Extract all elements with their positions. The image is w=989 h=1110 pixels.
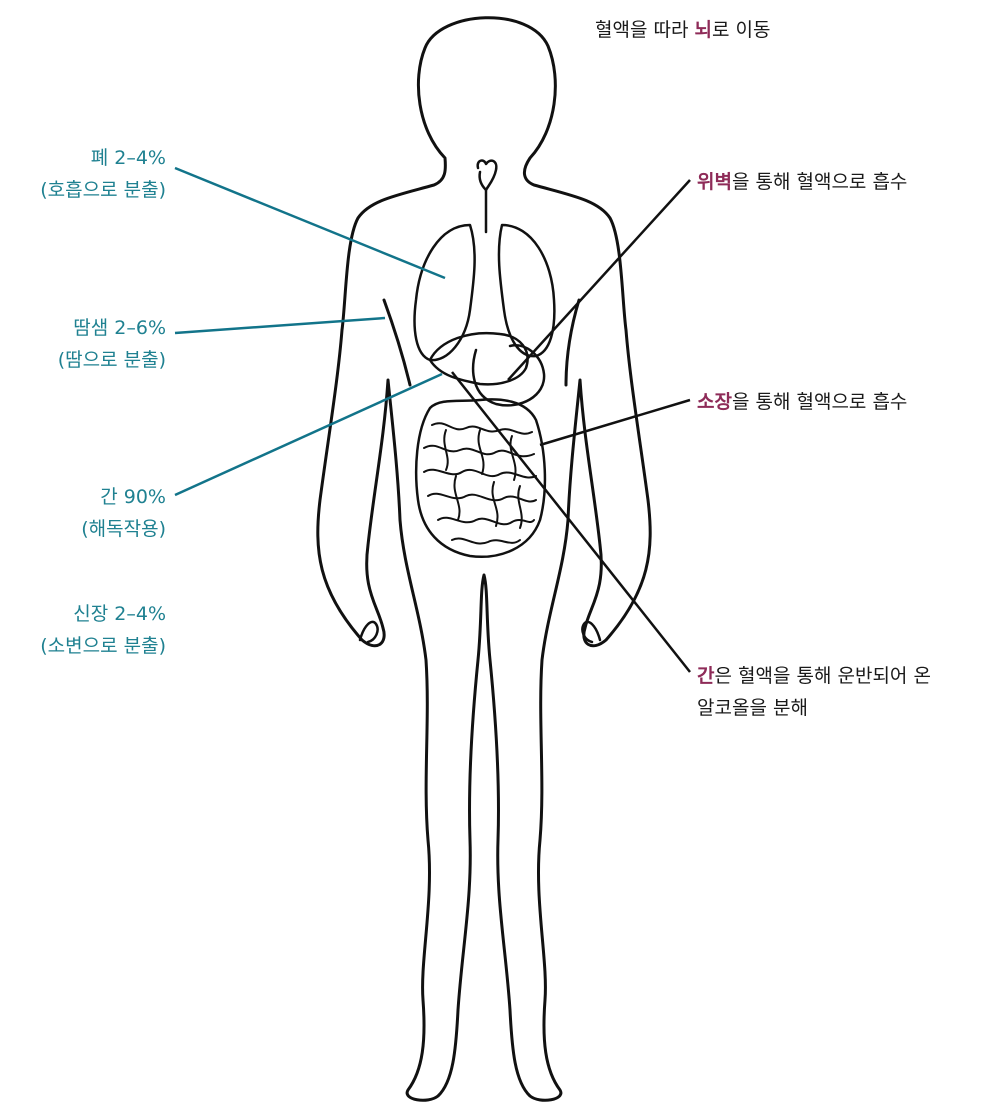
kidney-label: 신장 2–4% (소변으로 분출) <box>40 598 166 662</box>
lung-label: 폐 2–4% (호흡으로 분출) <box>40 142 166 206</box>
stomach-label-highlight: 위벽 <box>697 171 732 193</box>
sweat-gland-label: 땀샘 2–6% (땀으로 분출) <box>58 312 166 376</box>
kidney-label-line2: (소변으로 분출) <box>40 630 166 662</box>
brain-label: 혈액을 따라 뇌로 이동 <box>595 14 770 46</box>
intestine-label-post: 을 통해 혈액으로 흡수 <box>732 391 907 413</box>
liver-right-label: 간은 혈액을 통해 운반되어 온 알코올을 분해 <box>697 660 931 724</box>
kidney-label-line1: 신장 2–4% <box>40 598 166 630</box>
liver-right-label-post: 은 혈액을 통해 운반되어 온 <box>714 665 930 687</box>
sweat-gland-label-line2: (땀으로 분출) <box>58 344 166 376</box>
stomach-label: 위벽을 통해 혈액으로 흡수 <box>697 166 907 198</box>
brain-label-highlight: 뇌 <box>694 19 711 41</box>
lung-label-line2: (호흡으로 분출) <box>40 174 166 206</box>
liver-left-label-line1: 간 90% <box>81 481 166 513</box>
intestine-label-highlight: 소장 <box>697 391 732 413</box>
stomach-leader <box>508 180 690 380</box>
intestine-label: 소장을 통해 혈액으로 흡수 <box>697 386 907 418</box>
liver-left-label: 간 90% (해독작용) <box>81 481 166 545</box>
liver-left-label-line2: (해독작용) <box>81 513 166 545</box>
liver-right-label-line2: 알코올을 분해 <box>697 692 931 724</box>
sweat-leader <box>175 318 385 333</box>
brain-label-pre: 혈액을 따라 <box>595 19 694 41</box>
lung-leader <box>175 168 445 278</box>
liver-right-label-highlight: 간 <box>697 665 714 687</box>
lung-label-line1: 폐 2–4% <box>40 142 166 174</box>
intestine-leader <box>540 400 690 445</box>
sweat-gland-label-line1: 땀샘 2–6% <box>58 312 166 344</box>
liver-leader <box>175 374 442 495</box>
stomach-label-post: 을 통해 혈액으로 흡수 <box>732 171 907 193</box>
brain-label-post: 로 이동 <box>712 19 770 41</box>
